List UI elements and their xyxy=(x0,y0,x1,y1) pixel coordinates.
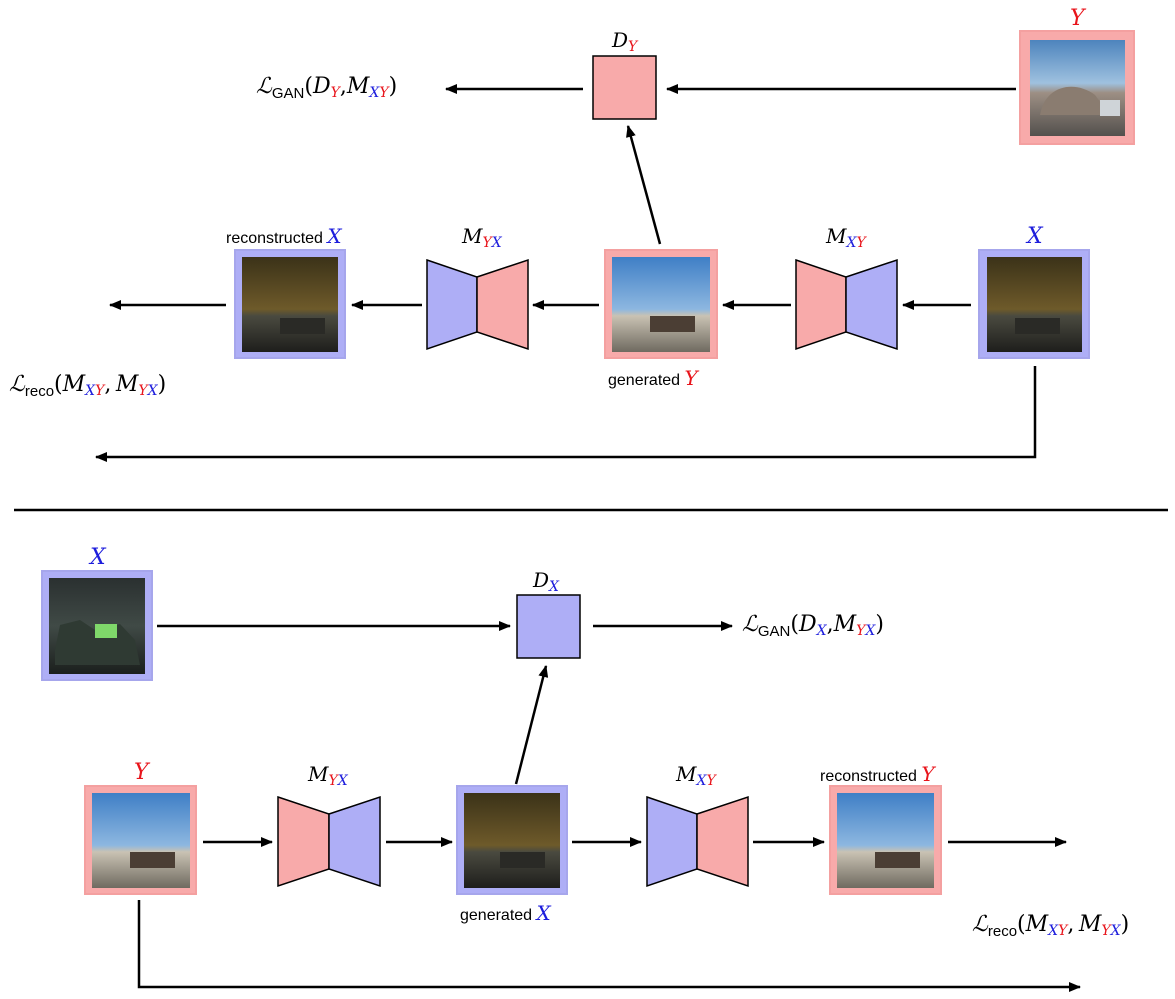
arrow-y-to-reco-loss xyxy=(137,900,1081,992)
loss-reco-top: ℒreco(MXY, MYX) xyxy=(9,372,167,400)
label-dy: DY xyxy=(612,28,638,55)
label-x-real-top: X xyxy=(1027,224,1043,249)
label-generated-y-top: generated Y xyxy=(608,366,698,390)
image-y-real-top xyxy=(1019,30,1135,145)
image-x-real-top xyxy=(978,249,1090,359)
discriminator-dy xyxy=(592,55,657,120)
photo-icon xyxy=(612,257,710,352)
generator-myx-top xyxy=(426,258,529,351)
arrow-x-to-reco-loss xyxy=(95,366,1037,462)
label-myx-bottom: MYX xyxy=(308,762,348,789)
label-generated-x-bottom: generated X xyxy=(460,901,551,925)
label-mxy-bottom: MXY xyxy=(676,762,716,789)
label-reconstructed-y-bottom: reconstructed Y xyxy=(820,762,935,786)
loss-gan-dy-mxy: ℒGAN(DY,MXY) xyxy=(256,74,398,102)
image-generated-x-bottom xyxy=(456,785,568,895)
label-x-real-bottom: X xyxy=(90,545,106,570)
generator-mxy-top xyxy=(795,258,898,351)
label-myx-top: MYX xyxy=(462,224,502,251)
photo-icon xyxy=(987,257,1082,352)
label-mxy-top: MXY xyxy=(826,224,866,251)
label-y-real-top: Y xyxy=(1070,6,1085,31)
arrow-gen-y-to-dy xyxy=(626,125,662,245)
label-y-real-bottom: Y xyxy=(134,760,149,785)
photo-icon xyxy=(464,793,560,888)
image-reconstructed-y-bottom xyxy=(829,785,942,895)
photo-icon xyxy=(92,793,190,888)
loss-reco-bottom: ℒreco(MXY, MYX) xyxy=(972,912,1130,940)
image-y-real-bottom xyxy=(84,785,197,895)
generator-myx-bottom xyxy=(277,795,381,888)
label-reconstructed-x-top: reconstructed X xyxy=(226,224,342,248)
image-x-real-bottom xyxy=(41,570,153,681)
label-dx: DX xyxy=(533,568,560,595)
image-reconstructed-x-top xyxy=(234,249,346,359)
photo-icon xyxy=(242,257,338,352)
photo-icon xyxy=(837,793,934,888)
loss-gan-dx-myx: ℒGAN(DX,MYX) xyxy=(742,612,884,640)
discriminator-dx xyxy=(516,594,581,659)
image-generated-y-top xyxy=(604,249,718,359)
generator-mxy-bottom xyxy=(646,795,749,888)
arrow-gen-x-to-dx xyxy=(514,665,549,785)
